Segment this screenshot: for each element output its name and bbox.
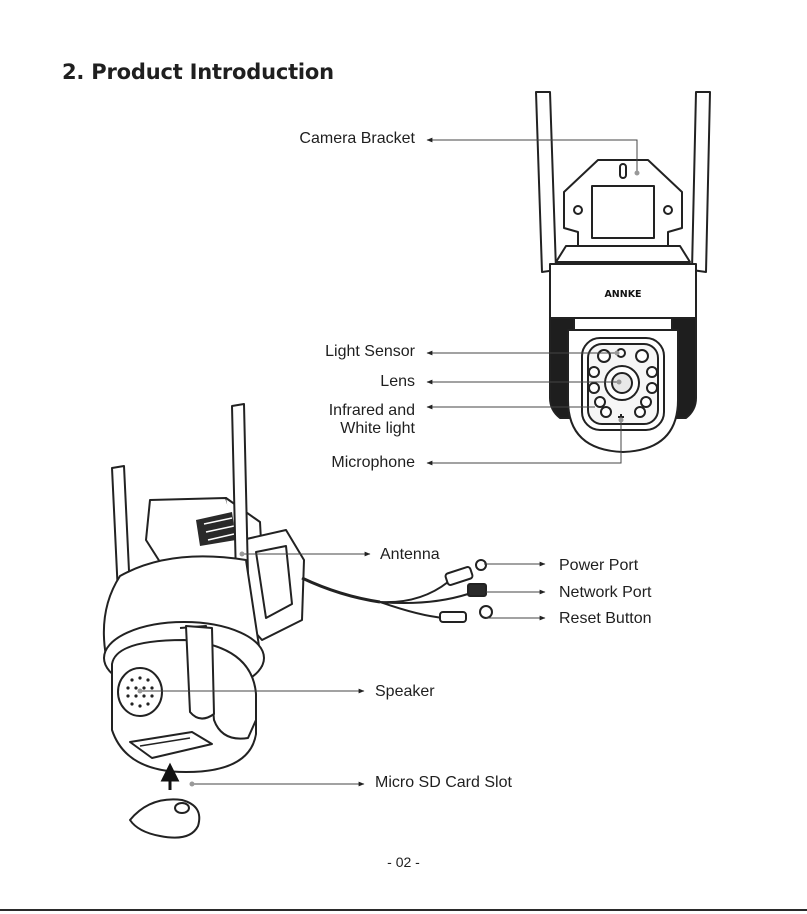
label-micro-sd: Micro SD Card Slot — [375, 773, 512, 792]
front-antenna-left — [536, 92, 556, 272]
brand-logo: ANNKE — [604, 289, 641, 300]
ir-led — [598, 350, 610, 362]
label-camera-bracket: Camera Bracket — [299, 129, 415, 148]
front-antenna-right — [692, 92, 710, 272]
ir-led — [601, 407, 611, 417]
ir-led — [595, 397, 605, 407]
label-reset-button: Reset Button — [559, 609, 652, 628]
label-lens: Lens — [380, 372, 415, 391]
ir-led — [589, 367, 599, 377]
ir-led — [636, 350, 648, 362]
ir-led — [635, 407, 645, 417]
ir-led — [589, 383, 599, 393]
label-network-port: Network Port — [559, 583, 651, 602]
label-microphone: Microphone — [331, 453, 415, 472]
label-infrared-line1: Infrared and — [329, 401, 415, 420]
label-antenna: Antenna — [380, 545, 440, 564]
label-infrared-line2: White light — [340, 419, 415, 438]
cable-bundle — [302, 578, 380, 602]
ir-led — [647, 367, 657, 377]
side-antenna — [232, 404, 248, 578]
footer-divider — [0, 909, 807, 911]
ir-led — [641, 397, 651, 407]
ir-led — [647, 383, 657, 393]
page-number: - 02 - — [0, 854, 807, 870]
label-power-port: Power Port — [559, 556, 638, 575]
label-light-sensor: Light Sensor — [325, 342, 415, 361]
lens-inner — [612, 373, 632, 393]
label-speaker: Speaker — [375, 682, 435, 701]
